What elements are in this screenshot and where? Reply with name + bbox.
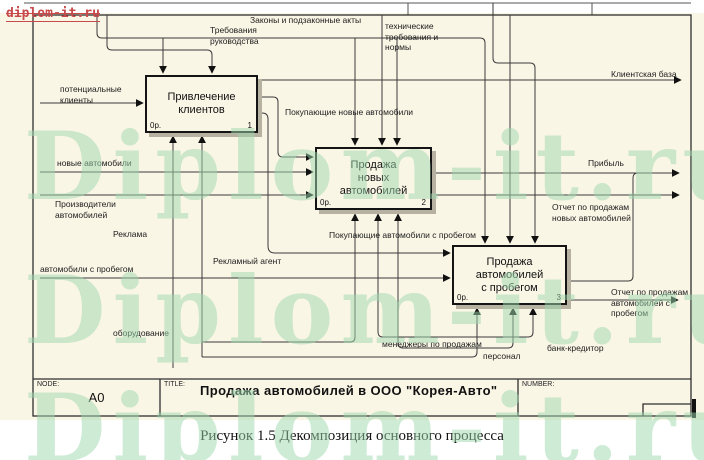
- activity-box-number: 1: [247, 121, 252, 130]
- sales-managers-label: менеджеры по продажам: [382, 339, 482, 349]
- title-field-label: TITLE:: [164, 381, 186, 388]
- laws-label: Законы и подзаконные акты: [250, 15, 362, 25]
- site-link[interactable]: diplom-it.ru: [6, 6, 100, 22]
- client-base-label: Клиентская база: [611, 69, 677, 79]
- buying-new-cars-label: Покупающие новые автомобили: [285, 107, 414, 117]
- used-cars-label: автомобили с пробегом: [40, 264, 134, 274]
- control-arrows: [96, 3, 539, 244]
- activity-box-sell-new-cars: Продажа новых автомобилей 0р. 2: [315, 147, 432, 210]
- activity-box-title: Продажа автомобилей с пробегом: [475, 255, 544, 294]
- node-field-label: NODE:: [37, 381, 60, 388]
- number-field-label: NUMBER:: [522, 381, 555, 388]
- figure-caption: Рисунок 1.5 Декомпозиция основного проце…: [200, 428, 504, 444]
- equipment-label: оборудование: [113, 328, 169, 338]
- activity-box-sell-used-cars: Продажа автомобилей с пробегом 0р. 3: [452, 245, 567, 305]
- management-requirements-label: Требования руководства: [210, 25, 259, 46]
- frame-corner-mark: [692, 399, 696, 418]
- output-arrows: [258, 76, 682, 304]
- activity-box-title: Продажа новых автомобилей: [339, 159, 408, 197]
- profit-label: Прибыль: [588, 158, 624, 168]
- new-cars-label: новые автомобили: [57, 158, 132, 168]
- new-car-sales-report-label: Отчет по продажам новых автомобилей: [552, 202, 631, 223]
- node-value: A0: [88, 390, 105, 405]
- activity-box-cost: 0р.: [457, 293, 469, 302]
- kit-frame: [32, 14, 692, 417]
- activity-box-cost: 0р.: [150, 121, 162, 130]
- advertising-label: Реклама: [113, 229, 148, 239]
- mechanism-arrows: [169, 135, 537, 368]
- diagram-title: Продажа автомобилей в ООО "Корея-Авто": [200, 383, 498, 398]
- buying-used-cars-label: Покупающие автомобили с пробегом: [329, 230, 476, 240]
- activity-box-number: 2: [421, 198, 426, 207]
- activity-box-number: 3: [556, 293, 561, 302]
- bank-creditor-label: банк-кредитор: [547, 343, 604, 353]
- activity-box-attract-clients: Привлечение клиентов 0р. 1: [145, 75, 258, 133]
- advertising-agent-label: Рекламный агент: [213, 256, 282, 266]
- activity-box-title: Привлечение клиентов: [167, 91, 236, 116]
- tech-requirements-label: технические требования и нормы: [385, 21, 439, 52]
- personnel-label: персонал: [483, 351, 521, 361]
- used-car-sales-report-label: Отчет по продажам автомобилей с пробегом: [611, 287, 689, 318]
- car-manufacturers-label: Производители автомобилей: [55, 199, 116, 220]
- activity-box-cost: 0р.: [320, 198, 332, 207]
- potential-clients-label: потенциальные клиенты: [60, 84, 122, 105]
